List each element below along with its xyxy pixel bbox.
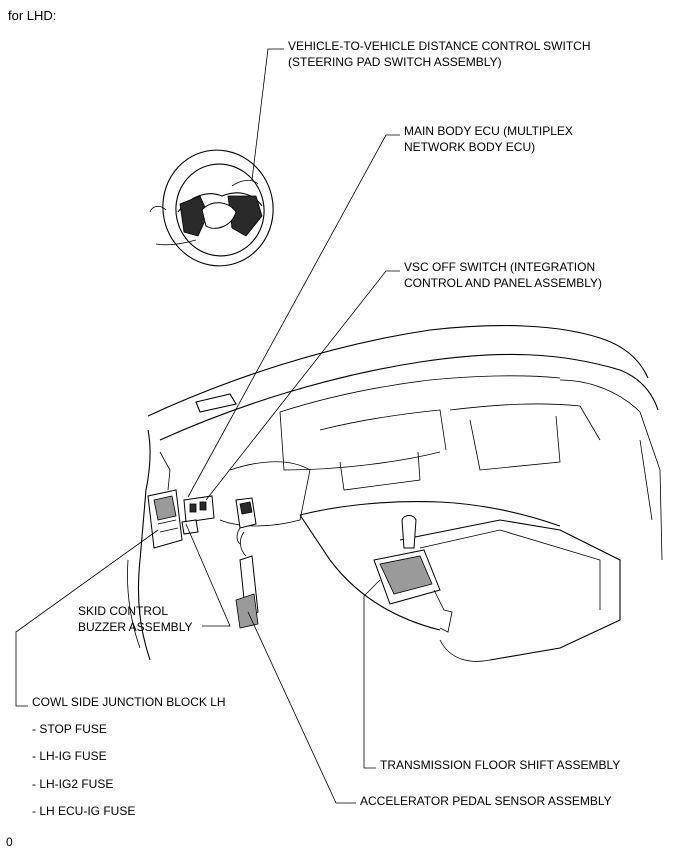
steering-wheel-illustration	[149, 149, 274, 267]
page-title: for LHD:	[8, 8, 57, 23]
figure-code: 0	[6, 835, 13, 849]
label-vsc-off-switch: VSC OFF SWITCH (INTEGRATION CONTROL AND …	[404, 260, 603, 290]
fuse-list-item: - LH ECU-IG FUSE	[32, 804, 136, 818]
shift-lever-part	[373, 515, 453, 633]
cowl-junction-block-part	[147, 489, 183, 549]
main-body-ecu-part	[183, 495, 215, 523]
label-main-body-ecu: MAIN BODY ECU (MULTIPLEX NETWORK BODY EC…	[404, 124, 573, 154]
fuse-list-item: - LH-IG FUSE	[32, 749, 107, 763]
label-skid-control-buzzer: SKID CONTROL BUZZER ASSEMBLY	[78, 604, 193, 634]
label-distance-control-switch: VEHICLE-TO-VEHICLE DISTANCE CONTROL SWIT…	[288, 39, 591, 69]
dashboard-illustration	[127, 325, 663, 662]
skid-buzzer-part	[181, 519, 199, 535]
leader-lines	[15, 48, 400, 804]
fuse-list-item: - LH-IG2 FUSE	[32, 777, 114, 791]
vsc-off-switch-part	[235, 497, 257, 545]
label-transmission-floor-shift: TRANSMISSION FLOOR SHIFT ASSEMBLY	[380, 758, 621, 772]
label-cowl-side-junction-block: COWL SIDE JUNCTION BLOCK LH	[32, 695, 226, 709]
fuse-list-item: - STOP FUSE	[32, 722, 107, 736]
accelerator-pedal-part	[235, 531, 259, 629]
label-accelerator-pedal-sensor: ACCELERATOR PEDAL SENSOR ASSEMBLY	[360, 794, 612, 808]
